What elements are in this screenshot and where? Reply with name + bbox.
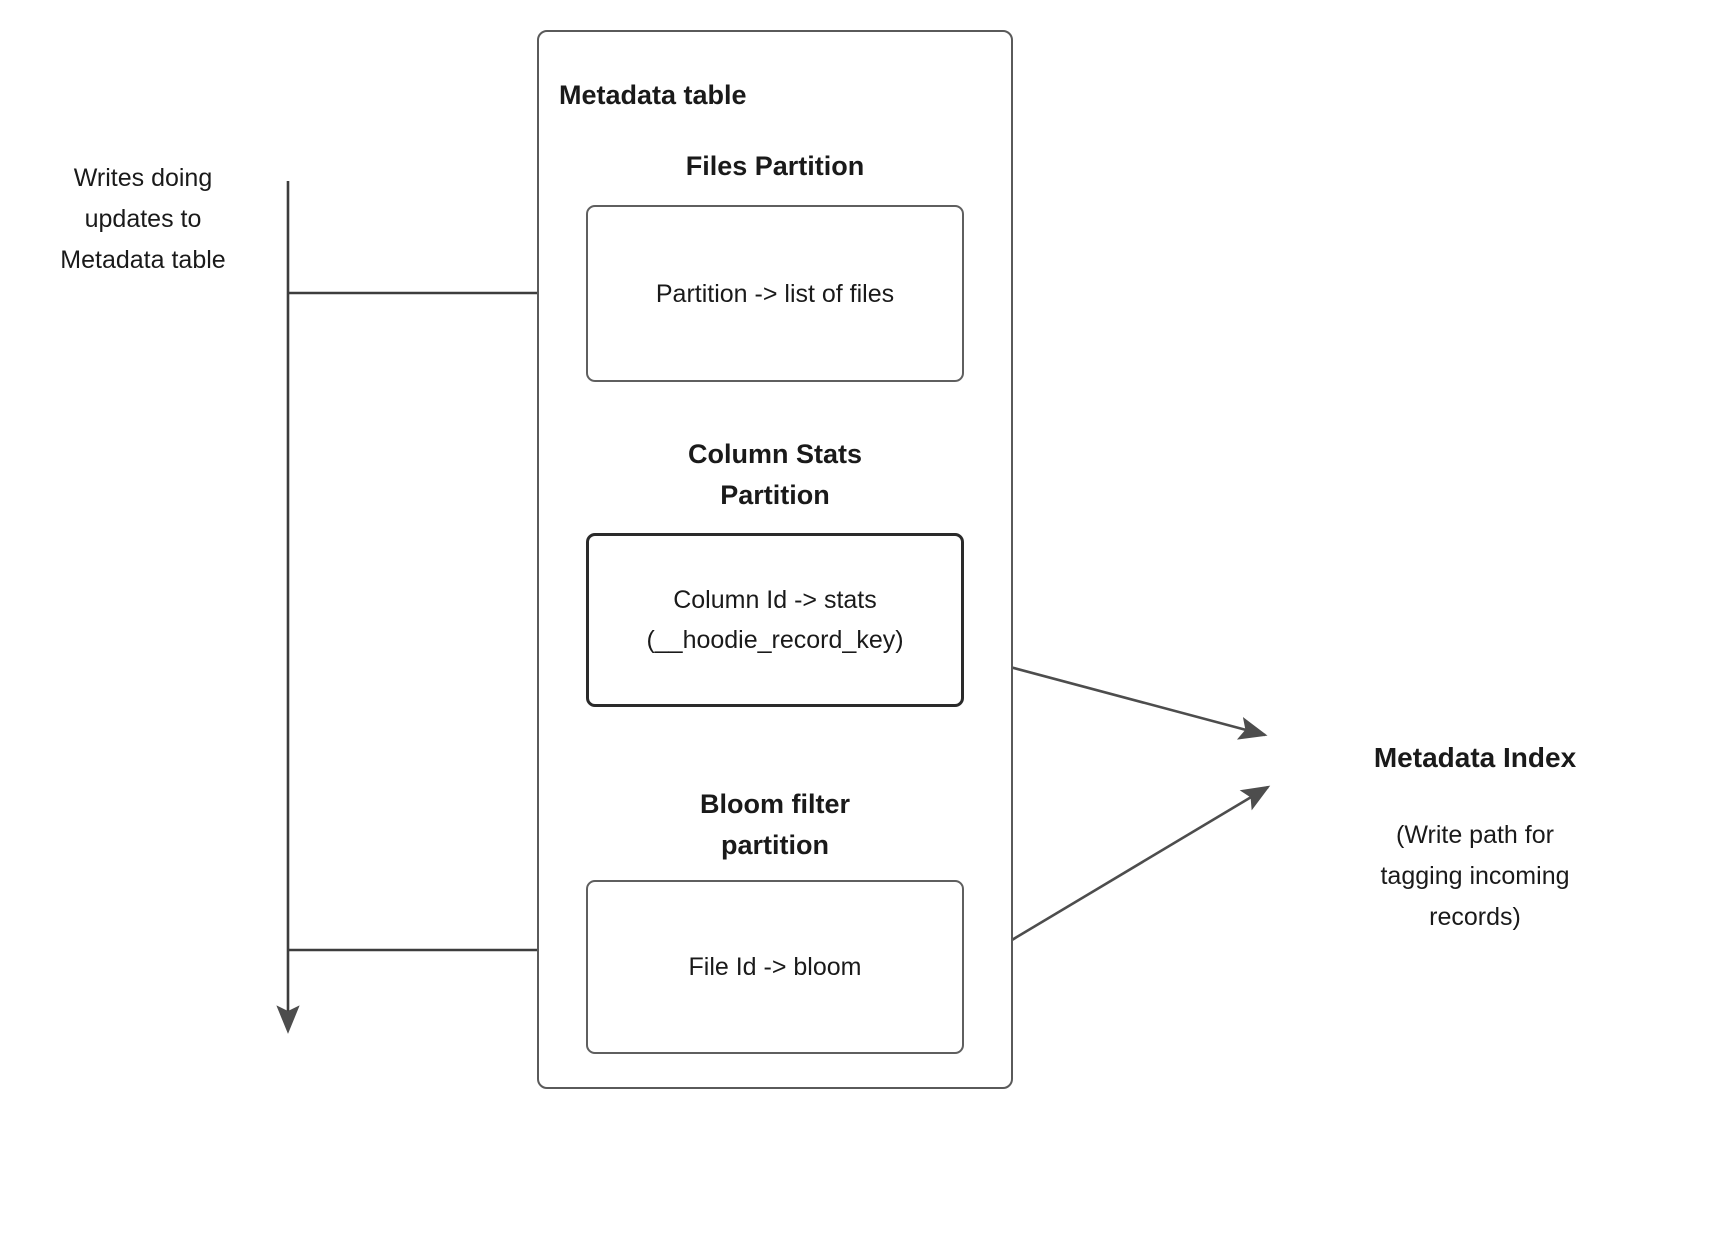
connector-column-stats-to-metadata-index — [964, 653, 1268, 740]
metadata-index-note: (Write path for tagging incoming records… — [1380, 821, 1570, 931]
metadata-table-title: Metadata table — [559, 80, 747, 110]
bloom-filter-partition-heading: Bloom filter partition — [699, 789, 850, 860]
writes-note-label: Writes doing updates to Metadata table — [60, 164, 226, 274]
column-stats-partition-heading: Column Stats Partition — [687, 439, 862, 510]
column-stats-box-text: Column Id -> stats (__hoodie_record_key) — [646, 586, 904, 654]
files-partition-heading: Files Partition — [685, 151, 865, 181]
metadata-index-title: Metadata Index — [1373, 742, 1577, 773]
bloom-filter-box: File Id -> bloom — [586, 880, 964, 1054]
files-partition-box: Partition -> list of files — [586, 205, 964, 382]
connector-bloom-filter-to-metadata-index — [964, 785, 1271, 970]
files-partition-box-text: Partition -> list of files — [655, 279, 895, 308]
column-stats-box: Column Id -> stats (__hoodie_record_key) — [586, 533, 964, 707]
bloom-filter-box-text: File Id -> bloom — [688, 953, 862, 981]
